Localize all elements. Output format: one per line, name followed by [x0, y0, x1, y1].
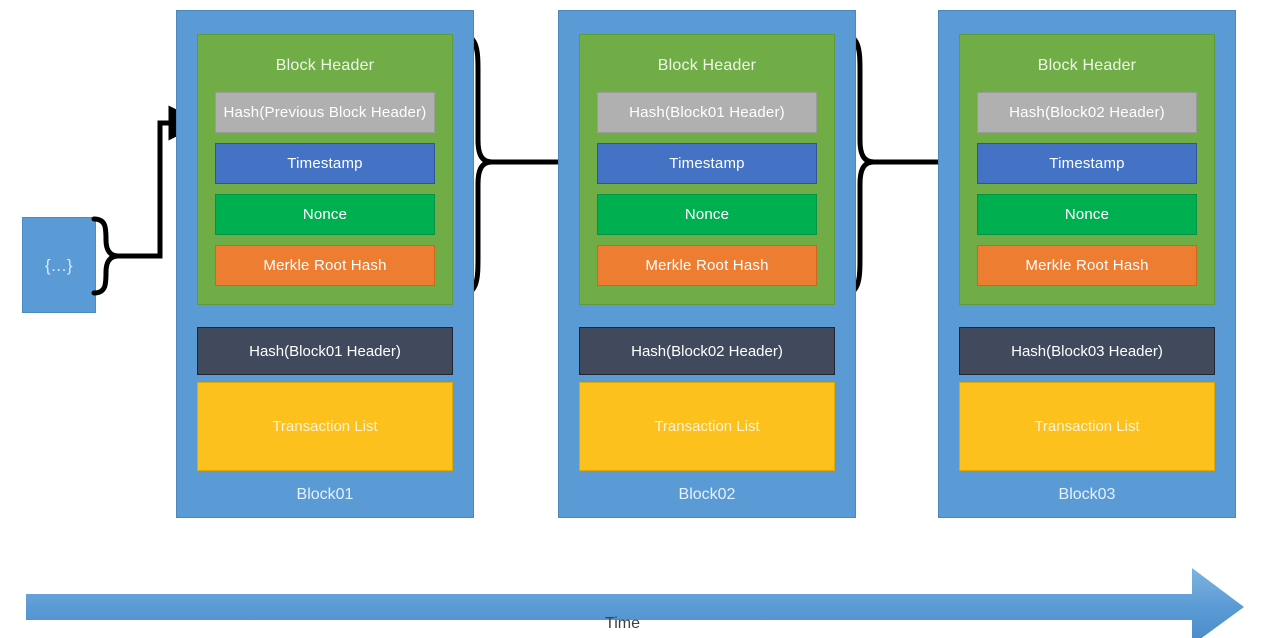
block-01-timestamp-field[interactable]: Timestamp: [215, 143, 435, 184]
block-03-merkle-root-field[interactable]: Merkle Root Hash: [977, 245, 1197, 286]
block-03-header-title: Block Header: [1037, 57, 1137, 74]
block-02-prev-hash-field[interactable]: Hash(Block01 Header): [597, 92, 817, 133]
block-02-merkle-root-field[interactable]: Merkle Root Hash: [597, 245, 817, 286]
ellipsis-label: {...}: [44, 255, 74, 275]
block-02-nonce-field[interactable]: Nonce: [597, 194, 817, 235]
block-03-prev-hash-field[interactable]: Hash(Block02 Header): [977, 92, 1197, 133]
block-02-timestamp-field[interactable]: Timestamp: [597, 143, 817, 184]
block-02-caption: Block02: [678, 486, 736, 503]
block-02-transaction-list[interactable]: Transaction List: [579, 382, 835, 471]
block-01-header-title: Block Header: [275, 57, 375, 74]
block-03-caption: Block03: [1058, 486, 1116, 503]
time-axis-label: Time: [605, 615, 640, 632]
block-01-caption: Block01: [296, 486, 354, 503]
block-03-transaction-list[interactable]: Transaction List: [959, 382, 1215, 471]
block-03-own-hash-field[interactable]: Hash(Block03 Header): [959, 327, 1215, 375]
block-02[interactable]: Block Header Hash(Block01 Header) Timest…: [558, 10, 856, 518]
previous-blocks-node: {...}: [22, 217, 96, 313]
block-01-own-hash-field[interactable]: Hash(Block01 Header): [197, 327, 453, 375]
block-03-timestamp-field[interactable]: Timestamp: [977, 143, 1197, 184]
block-01-transaction-list[interactable]: Transaction List: [197, 382, 453, 471]
block-03-nonce-field[interactable]: Nonce: [977, 194, 1197, 235]
block-03-header-panel: Block Header Hash(Block02 Header) Timest…: [959, 34, 1215, 305]
block-01-merkle-root-field[interactable]: Merkle Root Hash: [215, 245, 435, 286]
block-01[interactable]: Block Header Hash(Previous Block Header)…: [176, 10, 474, 518]
block-03[interactable]: Block Header Hash(Block02 Header) Timest…: [938, 10, 1236, 518]
block-01-nonce-field[interactable]: Nonce: [215, 194, 435, 235]
block-02-header-panel: Block Header Hash(Block01 Header) Timest…: [579, 34, 835, 305]
block-02-own-hash-field[interactable]: Hash(Block02 Header): [579, 327, 835, 375]
block-02-header-title: Block Header: [657, 57, 757, 74]
block-01-prev-hash-field[interactable]: Hash(Previous Block Header): [215, 92, 435, 133]
block-01-header-panel: Block Header Hash(Previous Block Header)…: [197, 34, 453, 305]
